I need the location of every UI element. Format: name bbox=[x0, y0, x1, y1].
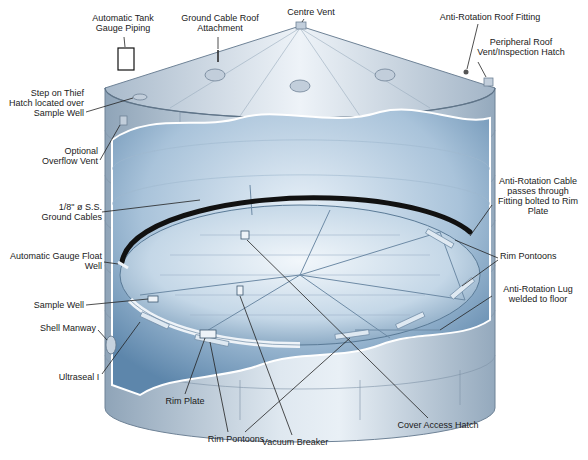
part-label: Anti-Rotation Roof Fitting bbox=[432, 12, 548, 22]
part-label: Ultraseal I bbox=[46, 372, 112, 382]
part-label: Automatic Gauge Float Well bbox=[4, 251, 102, 271]
part-label: Shell Manway bbox=[22, 323, 96, 333]
part-label: Sample Well bbox=[24, 300, 84, 310]
part-label: Vacuum Breaker bbox=[250, 437, 340, 447]
part-label: Ground Cable Roof Attachment bbox=[180, 13, 260, 33]
part-label: Anti-Rotation Cable passes through Fitti… bbox=[494, 176, 582, 216]
part-label: Peripheral Roof Vent/Inspection Hatch bbox=[460, 37, 582, 57]
part-label: Rim Plate bbox=[150, 396, 220, 406]
part-label: 1/8" ø S.S. Ground Cables bbox=[28, 202, 102, 222]
part-label: Optional Overflow Vent bbox=[34, 146, 98, 166]
part-label: Rim Pontoons bbox=[500, 251, 572, 261]
part-label: Anti-Rotation Lug welded to floor bbox=[494, 284, 582, 304]
leader-lines bbox=[86, 19, 498, 435]
part-label: Centre Vent bbox=[280, 7, 342, 17]
part-label: Step on Thief Hatch located over Sample … bbox=[8, 88, 84, 118]
part-label: Automatic Tank Gauge Piping bbox=[84, 13, 162, 33]
part-label: Cover Access Hatch bbox=[390, 420, 486, 430]
